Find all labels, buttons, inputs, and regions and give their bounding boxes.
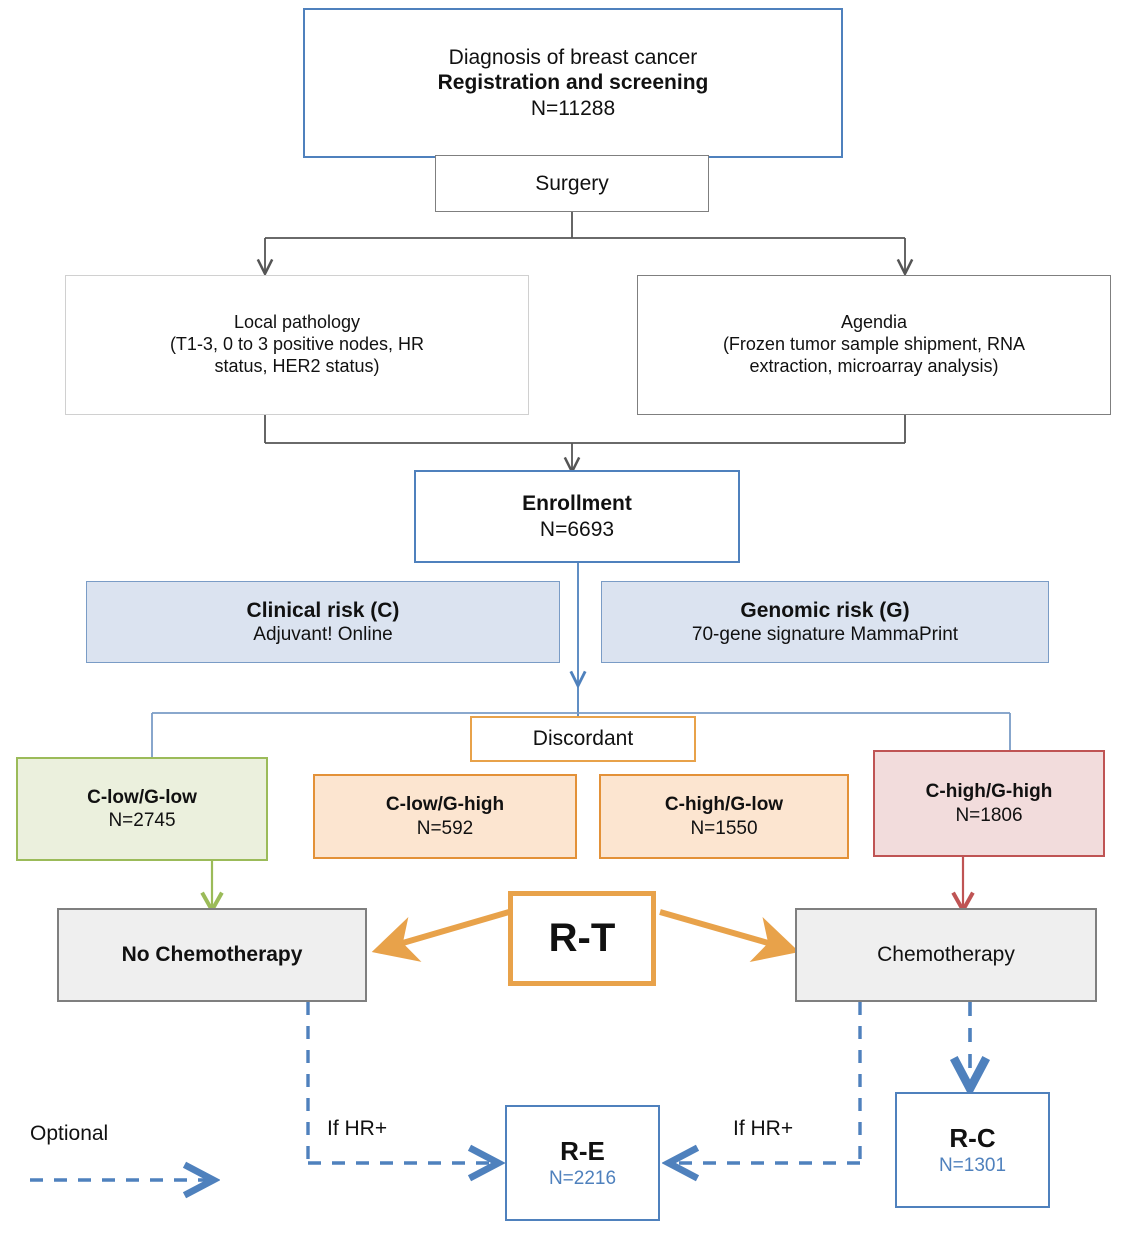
node-discordant: Discordant	[470, 716, 696, 762]
rc-count: N=1301	[938, 1155, 1007, 1177]
node-surgery: Surgery	[435, 155, 709, 212]
connector-surgery-split	[256, 212, 914, 277]
agendia-line3: extraction, microarray analysis)	[749, 355, 999, 376]
group-2-name: C-high/G-low	[664, 794, 784, 816]
node-local-pathology: Local pathology (T1-3, 0 to 3 positive n…	[65, 275, 529, 415]
local-pathology-line1: Local pathology	[233, 312, 361, 333]
group-0-count: N=2745	[108, 810, 176, 831]
connector-merge-enrollment	[264, 415, 906, 475]
node-clinical-risk: Clinical risk (C) Adjuvant! Online	[86, 581, 560, 663]
node-re: R-E N=2216	[505, 1105, 660, 1221]
node-group-c-high-g-high: C-high/G-high N=1806	[873, 750, 1105, 857]
registration-count: N=11288	[530, 96, 616, 120]
legend-optional-label: Optional	[30, 1122, 109, 1145]
group-3-name: C-high/G-high	[925, 781, 1053, 803]
no-chemo-label: No Chemotherapy	[121, 943, 303, 967]
group-1-name: C-low/G-high	[385, 794, 505, 816]
local-pathology-line3: status, HER2 status)	[214, 355, 380, 376]
genomic-risk-sub: 70-gene signature MammaPrint	[691, 624, 959, 646]
registration-line2: Registration and screening	[437, 71, 709, 95]
rc-label: R-C	[949, 1122, 996, 1153]
surgery-label: Surgery	[535, 171, 609, 195]
node-registration-screening: Diagnosis of breast cancer Registration …	[303, 8, 843, 158]
node-group-c-high-g-low: C-high/G-low N=1550	[599, 774, 849, 859]
re-label: R-E	[560, 1135, 605, 1166]
node-no-chemotherapy: No Chemotherapy	[57, 908, 367, 1002]
local-pathology-line2: (T1-3, 0 to 3 positive nodes, HR	[169, 334, 425, 355]
if-hr-positive-right-label: If HR+	[733, 1117, 794, 1140]
enrollment-count: N=6693	[539, 517, 615, 541]
clinical-risk-label: Clinical risk (C)	[246, 598, 400, 622]
rt-label: R-T	[548, 916, 616, 961]
node-genomic-risk: Genomic risk (G) 70-gene signature Mamma…	[601, 581, 1049, 663]
node-rc: R-C N=1301	[895, 1092, 1050, 1208]
node-group-c-low-g-high: C-low/G-high N=592	[313, 774, 577, 859]
agendia-line2: (Frozen tumor sample shipment, RNA	[722, 334, 1026, 355]
agendia-line1: Agendia	[840, 312, 908, 333]
registration-line1: Diagnosis of breast cancer	[448, 45, 698, 69]
group-1-count: N=592	[416, 817, 474, 839]
discordant-label: Discordant	[532, 727, 634, 751]
clinical-risk-sub: Adjuvant! Online	[253, 624, 393, 646]
node-chemotherapy: Chemotherapy	[795, 908, 1097, 1002]
node-group-c-low-g-low: C-low/G-low N=2745	[16, 757, 268, 861]
node-rt: R-T	[508, 891, 656, 986]
group-0-name: C-low/G-low	[87, 786, 197, 808]
re-count: N=2216	[548, 1168, 617, 1190]
genomic-risk-label: Genomic risk (G)	[740, 598, 910, 622]
node-enrollment: Enrollment N=6693	[414, 470, 740, 563]
node-agendia: Agendia (Frozen tumor sample shipment, R…	[637, 275, 1111, 415]
group-2-count: N=1550	[690, 817, 758, 839]
enrollment-label: Enrollment	[522, 491, 632, 515]
chemo-label: Chemotherapy	[877, 943, 1015, 967]
if-hr-positive-left-label: If HR+	[327, 1117, 388, 1140]
group-3-count: N=1806	[955, 804, 1023, 826]
